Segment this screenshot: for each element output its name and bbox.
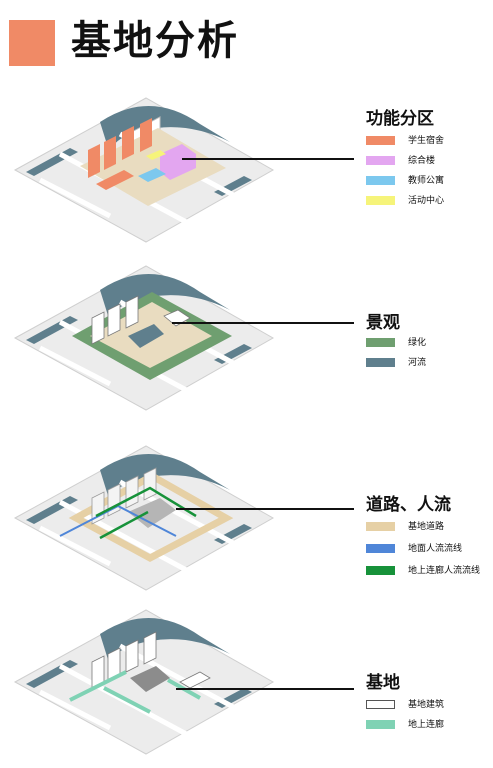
page-title: 基地分析 — [71, 18, 239, 64]
site-leader-line — [176, 688, 354, 690]
legend-swatch — [366, 544, 395, 553]
legend-label: 地上连廊人流流线 — [408, 566, 481, 576]
legend-swatch — [366, 176, 395, 185]
legend-swatch — [366, 566, 395, 575]
function-leader-line — [182, 158, 354, 160]
legend-swatch — [366, 156, 395, 165]
circulation-section-title: 道路、人流 — [366, 495, 451, 515]
site-diagram — [13, 609, 275, 755]
legend-label: 学生宿舍 — [408, 136, 445, 146]
function-zoning-diagram — [13, 97, 275, 243]
legend-swatch — [366, 522, 395, 531]
legend-label: 绿化 — [408, 338, 427, 348]
circulation-leader-line — [176, 508, 354, 510]
circulation-diagram — [13, 445, 275, 591]
legend-swatch — [366, 196, 395, 205]
legend-label: 地上连廊 — [408, 720, 445, 730]
legend-swatch — [366, 700, 395, 709]
landscape-section-title: 景观 — [366, 313, 400, 333]
legend-label: 基地建筑 — [408, 700, 445, 710]
legend-swatch — [366, 136, 395, 145]
function-section-title: 功能分区 — [366, 109, 434, 129]
legend-swatch — [366, 338, 395, 347]
legend-label: 综合楼 — [408, 156, 436, 166]
legend-label: 教师公寓 — [408, 176, 445, 186]
landscape-diagram — [13, 265, 275, 411]
legend-label: 基地道路 — [408, 522, 445, 532]
legend-swatch — [366, 720, 395, 729]
legend-label: 活动中心 — [408, 196, 445, 206]
legend-swatch — [366, 358, 395, 367]
legend-label: 河流 — [408, 358, 427, 368]
title-color-square — [9, 20, 55, 66]
legend-label: 地面人流流线 — [408, 544, 463, 554]
site-section-title: 基地 — [366, 673, 400, 693]
landscape-leader-line — [172, 322, 354, 324]
